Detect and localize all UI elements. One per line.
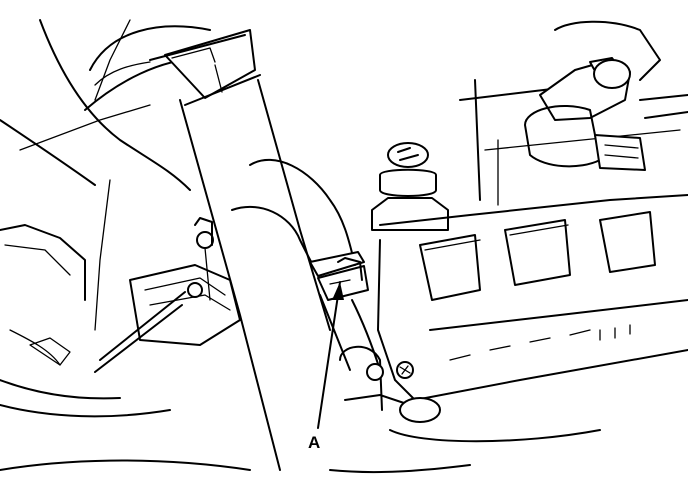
main-hose (231, 159, 381, 371)
sensor-connector (524, 20, 688, 171)
left-body-panel (0, 19, 251, 471)
lower-mount (329, 345, 601, 474)
left-bracket (94, 217, 241, 373)
hose-clamp (309, 251, 369, 301)
callout-label-a: A (308, 433, 320, 452)
mount-bolt (371, 142, 449, 231)
callout-arrowhead (332, 282, 344, 300)
strap-bracket (149, 29, 331, 471)
engine-cover (377, 79, 688, 401)
callout-a: A (308, 281, 344, 452)
